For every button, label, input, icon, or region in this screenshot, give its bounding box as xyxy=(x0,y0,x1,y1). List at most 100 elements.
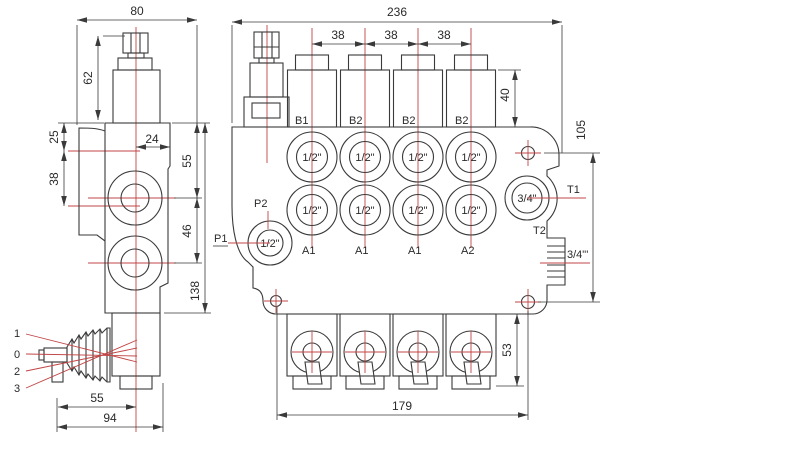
side-lever-bellows xyxy=(66,327,111,383)
port-b1-size: 1/2" xyxy=(302,152,321,164)
dim-105: 105 xyxy=(574,120,588,140)
side-port-size-label: 3/4"' xyxy=(567,249,588,261)
dim-40: 40 xyxy=(498,88,512,102)
side-dimensions: 80 62 25 38 24 55 46 138 55 94 xyxy=(47,4,211,432)
spool-plate-2 xyxy=(345,375,385,390)
side-lower-port-hole xyxy=(120,248,150,278)
port-a1a-hole xyxy=(295,193,329,227)
dim-138: 138 xyxy=(188,281,202,301)
port-p2-label: P2 xyxy=(254,198,267,210)
port-b2b-label: B2 xyxy=(402,115,415,127)
dim-55-bottom: 55 xyxy=(90,391,104,405)
front-dimensions: 236 38 38 38 40 105 53 179 xyxy=(231,5,600,420)
side-lever-knob xyxy=(38,349,45,361)
spool-crosshairs xyxy=(292,331,491,373)
front-body-outline xyxy=(231,126,566,315)
port-b2b-boss xyxy=(392,131,444,183)
dim-55-right: 55 xyxy=(180,154,194,168)
front-relief-neck xyxy=(258,57,275,64)
front-a-ports: 1/2" 1/2" 1/2" 1/2" A1 A1 A1 A2 xyxy=(286,184,497,257)
port-a1b-hole xyxy=(348,193,382,227)
port-b1-boss xyxy=(286,131,338,183)
spool-clevis-1 xyxy=(304,361,323,385)
side-relief-valve xyxy=(112,32,161,124)
port-a2-hole xyxy=(454,193,488,227)
port-a2-label: A2 xyxy=(461,245,474,257)
side-relief-hex-nut xyxy=(122,32,149,54)
front-view: 3/4"' 1/2" 1/2" 1/2" 1/2" B1 B2 B2 B2 xyxy=(213,5,600,420)
port-b2a-label: B2 xyxy=(349,115,362,127)
port-b2a-hole xyxy=(348,140,382,174)
front-relief-base xyxy=(243,96,290,128)
port-p1-size: 1/2" xyxy=(260,238,279,250)
side-relief-locknut xyxy=(117,57,153,71)
side-relief-body xyxy=(112,69,161,124)
mount-hole-bottom-right-cross xyxy=(515,289,541,315)
spool-cap-top-3 xyxy=(400,54,436,71)
side-t1-port-hole xyxy=(120,183,150,213)
side-t1-port-boss xyxy=(107,170,163,226)
lever-line-0 xyxy=(25,353,138,357)
side-centerlines xyxy=(68,27,176,432)
port-b1-hole xyxy=(295,140,329,174)
port-a1c-hole xyxy=(401,193,435,227)
dim-62: 62 xyxy=(81,71,95,85)
front-relief-hex-facets xyxy=(254,32,279,58)
side-body xyxy=(78,122,171,314)
side-lever-tab xyxy=(119,375,153,390)
side-port-threads xyxy=(547,245,565,278)
dim-38-side: 38 xyxy=(47,172,61,186)
lever-position-2: 2 xyxy=(14,366,20,378)
port-b2a-size: 1/2" xyxy=(355,152,374,164)
lever-position-1: 1 xyxy=(14,328,20,340)
front-mounting-holes xyxy=(264,140,541,315)
spool-plate-4 xyxy=(451,375,491,390)
front-relief-base-detail xyxy=(251,102,281,119)
lever-position-3: 3 xyxy=(14,383,20,395)
spool-clevis-3 xyxy=(410,361,429,385)
port-a1a-boss xyxy=(286,184,338,236)
mount-hole-top-right-cross xyxy=(515,140,541,166)
side-lever-position-lines xyxy=(25,333,138,389)
port-a1c-label: A1 xyxy=(408,245,421,257)
dim-46: 46 xyxy=(180,224,194,238)
front-centerlines xyxy=(266,25,472,248)
port-t1-label: T1 xyxy=(567,184,580,196)
port-b2b-size: 1/2" xyxy=(408,152,427,164)
spool-clevis-2 xyxy=(357,361,376,385)
lever-position-0: 0 xyxy=(14,349,20,361)
port-a1c-size: 1/2" xyxy=(408,205,427,217)
port-b2c-label: B2 xyxy=(455,115,468,127)
dim-236: 236 xyxy=(387,5,407,19)
port-a1b-label: A1 xyxy=(355,245,368,257)
port-t1-size: 3/4" xyxy=(517,193,536,205)
port-a2-boss xyxy=(445,184,497,236)
side-lever-assembly: 1 0 2 3 xyxy=(14,312,161,395)
spool-cap-top-2 xyxy=(347,54,383,71)
lever-line-2 xyxy=(25,347,138,372)
dim-80: 80 xyxy=(130,4,144,18)
side-relief-hex-facets xyxy=(130,33,141,53)
port-b2c-boss xyxy=(445,131,497,183)
port-a2-size: 1/2" xyxy=(461,205,480,217)
spool-clevis-4 xyxy=(463,361,482,385)
side-body-outline xyxy=(104,122,171,314)
spool-cap-top-4 xyxy=(453,54,489,71)
port-b2b-hole xyxy=(401,140,435,174)
side-body-flange xyxy=(78,127,106,242)
spool-plate-1 xyxy=(292,375,332,390)
port-a1a-label: A1 xyxy=(302,245,315,257)
side-extension-lines xyxy=(56,25,211,432)
port-t2-label: T2 xyxy=(533,225,546,237)
front-extension-lines xyxy=(231,25,600,420)
front-side-port: 3/4"' xyxy=(540,245,590,278)
front-p-port: 1/2" P1 P2 xyxy=(213,198,293,266)
front-spool-sections xyxy=(286,313,497,390)
dim-24: 24 xyxy=(145,132,159,146)
port-a1a-size: 1/2" xyxy=(302,205,321,217)
spool-cap-top-1 xyxy=(294,54,330,71)
front-relief-upper xyxy=(249,62,284,98)
spool-column-centerlines xyxy=(311,28,472,248)
port-a1b-boss xyxy=(339,184,391,236)
